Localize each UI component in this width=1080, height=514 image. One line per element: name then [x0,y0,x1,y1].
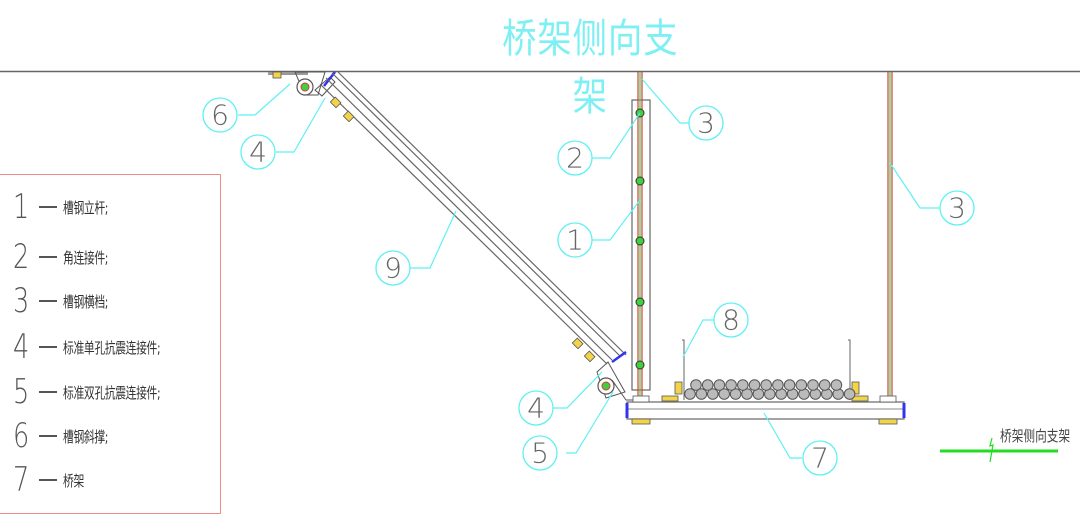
legend-num: 4 [13,327,30,367]
callout-9: 9 [375,250,411,286]
vertical-strut [631,72,651,418]
bottom-pivot-bracket [596,361,642,401]
legend-num: 1 [13,187,30,227]
cable [701,379,714,391]
svg-text:4: 4 [249,136,267,169]
legend-dash [39,256,57,258]
callout-6: 6 [202,97,238,133]
legend-label: 桥架 [63,471,84,490]
legend-dash [39,300,57,302]
callout-leaders [238,78,940,459]
cable [737,379,749,391]
svg-text:5: 5 [531,437,549,470]
legend-label: 标准单孔抗震连接件; [63,338,161,357]
callout-7: 7 [802,440,838,476]
callout-1: 1 [557,222,593,258]
horizontal-channel [625,395,906,425]
svg-text:1: 1 [566,224,584,257]
cable [707,388,719,400]
legend-item: 3 槽钢横档; [13,281,126,321]
svg-text:3: 3 [697,107,715,140]
legend-num: 3 [13,281,30,321]
bracket-drawing: 6 4 3 2 1 9 3 8 4 5 7 [0,70,1080,476]
svg-text:4: 4 [527,392,545,425]
cable [760,379,773,391]
legend-item: 4 标准单孔抗震连接件; [13,327,198,367]
cable [684,388,696,400]
legend-dash [39,346,57,348]
legend-dash [39,206,57,208]
svg-text:7: 7 [811,442,829,475]
cable [690,379,702,391]
top-ceiling-bracket [268,71,336,97]
legend-dash [39,479,57,481]
section-label: 桥架侧向支架 [1000,427,1071,445]
cable [725,379,737,391]
cable [772,379,784,391]
legend-label: 槽钢立杆; [63,198,109,217]
cable [830,379,843,391]
cable [795,379,808,391]
legend-dash [39,435,57,437]
legend-box: 1 槽钢立杆; 2 角连接件; 3 槽钢横档; 4 标准单孔抗震连接件; 5 标准双孔抗震… [0,174,221,514]
cable [843,388,856,400]
cable [807,379,819,391]
legend-item: 6 槽钢斜撑; [13,416,126,456]
cable [783,379,796,391]
diagram-title: 桥架侧向支架 [502,16,679,120]
callout-5: 5 [522,435,558,471]
cable [748,379,761,391]
diagonal-brace [319,71,627,365]
legend-item: 7 桥架 [13,460,92,500]
svg-text:8: 8 [722,304,740,337]
svg-text:3: 3 [948,192,966,225]
svg-text:6: 6 [211,99,229,132]
cable [695,388,708,400]
callout-4-bottom: 4 [518,390,554,426]
legend-num: 6 [13,416,30,456]
legend-label: 标准双孔抗震连接件; [63,383,161,402]
callout-2: 2 [557,140,593,176]
legend-dash [39,391,57,393]
callout-4-top: 4 [240,134,276,170]
legend-num: 2 [13,237,30,277]
cable-bundle [684,379,856,400]
legend-label: 槽钢斜撑; [63,427,109,446]
cable [718,388,731,400]
callout-3-left: 3 [688,105,724,141]
callout-8: 8 [713,302,749,338]
legend-num: 7 [13,460,30,500]
svg-text:9: 9 [384,252,402,285]
cable [713,379,726,391]
svg-text:2: 2 [566,142,584,175]
legend-item: 2 角连接件; [13,237,126,277]
cable [818,379,831,391]
section-marker [940,437,1058,463]
legend-item: 5 标准双孔抗震连接件; [13,372,198,412]
right-hanger-rod [887,72,893,420]
legend-label: 槽钢横档; [63,292,109,311]
legend-label: 角连接件; [63,248,109,267]
cable-tray-side-brackets [674,339,860,400]
legend-num: 5 [13,372,30,412]
cable [729,388,742,400]
legend-item: 1 槽钢立杆; [13,187,126,227]
callout-3-right: 3 [939,190,975,226]
